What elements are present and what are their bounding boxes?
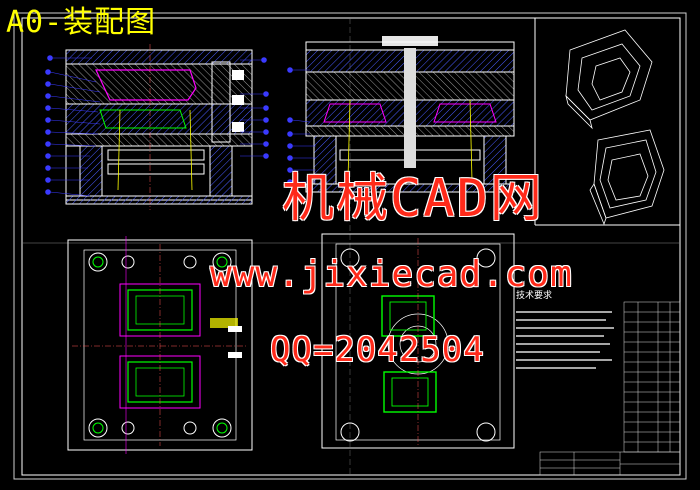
callouts-left [45,55,269,197]
title-block [539,451,681,476]
tech-req-heading: 技术要求 [516,291,553,301]
section-view-right [305,36,515,193]
drawing-title: A0-装配图 [6,5,157,40]
inner-border [21,17,681,476]
parts-list-table [623,301,681,453]
section-view-left [65,44,253,210]
plan-view-moving-half [67,236,253,454]
watermark-qq: QQ=2042504 [270,330,485,370]
outer-border [13,12,687,480]
isometric-part-views [565,29,665,226]
watermark-site-name: 机械CAD网 [282,169,544,229]
plan-view-fixed-half [321,233,515,449]
technical-requirements-lines [516,311,614,369]
watermark-url: www.jixiecad.com [210,254,573,295]
callouts-right [287,67,316,185]
